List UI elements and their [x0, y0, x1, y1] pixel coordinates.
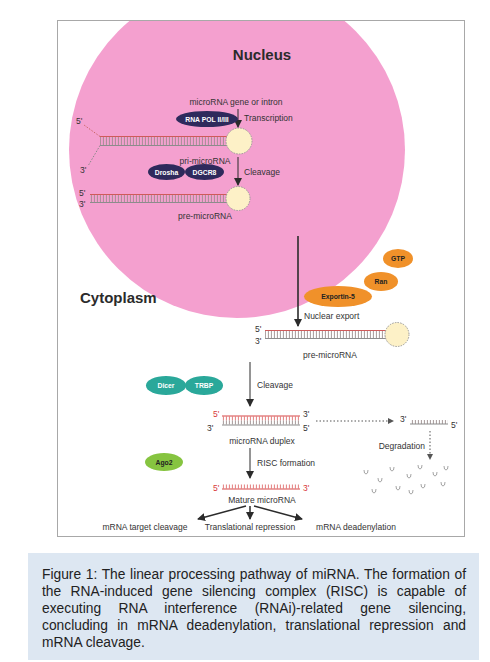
- pre-microrna-hairpin: [90, 187, 250, 211]
- caption-box: Figure 1: The linear processing pathway …: [28, 553, 479, 660]
- degraded-nucleotides: [364, 465, 448, 494]
- process-arrow: [250, 362, 251, 406]
- protein-ellipse: GTP: [383, 249, 413, 268]
- step-label: 5': [303, 423, 309, 434]
- step-label: mRNA deadenylation: [316, 522, 396, 533]
- protein-name: Drosha: [155, 168, 178, 177]
- protein-ellipse: Exportin-5: [304, 286, 372, 307]
- step-label: 3': [80, 165, 86, 176]
- step-label: mRNA target cleavage: [102, 522, 187, 533]
- protein-name: DGCR8: [193, 168, 217, 177]
- enzyme-ellipse: RNA POL II/III: [176, 111, 238, 127]
- enzyme-ellipse: DGCR8: [185, 164, 224, 180]
- figure-caption: Figure 1: The linear processing pathway …: [42, 566, 466, 651]
- enzyme-ellipse: Drosha: [148, 164, 185, 180]
- step-label: 5': [213, 483, 219, 494]
- figure-frame: NucleusRNA POL II/III Drosha DGCR8GTP Expor…: [57, 20, 465, 537]
- step-label: 3': [207, 423, 213, 434]
- mature-microrna: [222, 485, 300, 490]
- step-label: Mature microRNA: [228, 495, 296, 506]
- pri-microrna-hairpin: [84, 125, 252, 166]
- step-label: RISC formation: [257, 458, 315, 469]
- step-label: 5': [213, 409, 219, 420]
- outcome-arrow: [198, 506, 246, 519]
- protein-name: RNA POL II/III: [185, 115, 228, 124]
- protein-name: Dicer: [157, 381, 174, 390]
- protein-name: GTP: [391, 254, 405, 263]
- step-label: 3': [303, 409, 309, 420]
- nucleus-circle: NucleusRNA POL II/III Drosha DGCR8: [69, 20, 405, 318]
- step-label: microRNA gene or intron: [189, 97, 282, 108]
- step-label: microRNA duplex: [229, 436, 295, 447]
- step-label: 3': [400, 414, 406, 425]
- region-title: Nucleus: [217, 45, 307, 65]
- protein-ellipse: Ran: [364, 272, 398, 291]
- process-arrow: [250, 448, 251, 478]
- export-arrow: [297, 236, 299, 326]
- protein-name: Ago2: [156, 458, 173, 467]
- step-label: Degradation: [379, 441, 425, 452]
- step-label: pre-microRNA: [178, 211, 232, 222]
- step-label: 3': [79, 199, 85, 210]
- process-arrow: [238, 157, 239, 185]
- degradation-arrow: [430, 431, 431, 459]
- protein-ellipse: TRBP: [185, 376, 223, 395]
- microrna-duplex: [222, 416, 300, 425]
- outcome-arrow: [249, 506, 251, 519]
- step-label: 5': [255, 324, 261, 335]
- degradation-arrow: [316, 421, 393, 422]
- region-label: Cytoplasm: [80, 288, 157, 307]
- step-label: Cleavage: [257, 380, 293, 391]
- pre-microrna-hairpin: [265, 323, 409, 347]
- step-label: Translational repression: [205, 522, 295, 533]
- step-label: Cleavage: [244, 167, 280, 178]
- enzyme-ellipse: Dicer: [146, 376, 186, 395]
- step-label: 3': [303, 483, 309, 494]
- step-label: 5': [79, 188, 85, 199]
- step-label: pre-microRNA: [303, 350, 357, 361]
- step-label: 5': [451, 420, 457, 431]
- step-label: 3': [255, 336, 261, 347]
- protein-name: Exportin-5: [321, 292, 355, 301]
- protein-name: TRBP: [195, 381, 214, 390]
- protein-ellipse: Ago2: [145, 453, 183, 471]
- step-label: Transcription: [244, 113, 293, 124]
- step-label: 5': [76, 116, 82, 127]
- step-label: Nuclear export: [304, 311, 359, 322]
- protein-name: Ran: [375, 277, 388, 286]
- passenger-strand: [410, 420, 448, 424]
- process-arrow: [238, 109, 239, 127]
- outcome-arrow: [254, 506, 302, 519]
